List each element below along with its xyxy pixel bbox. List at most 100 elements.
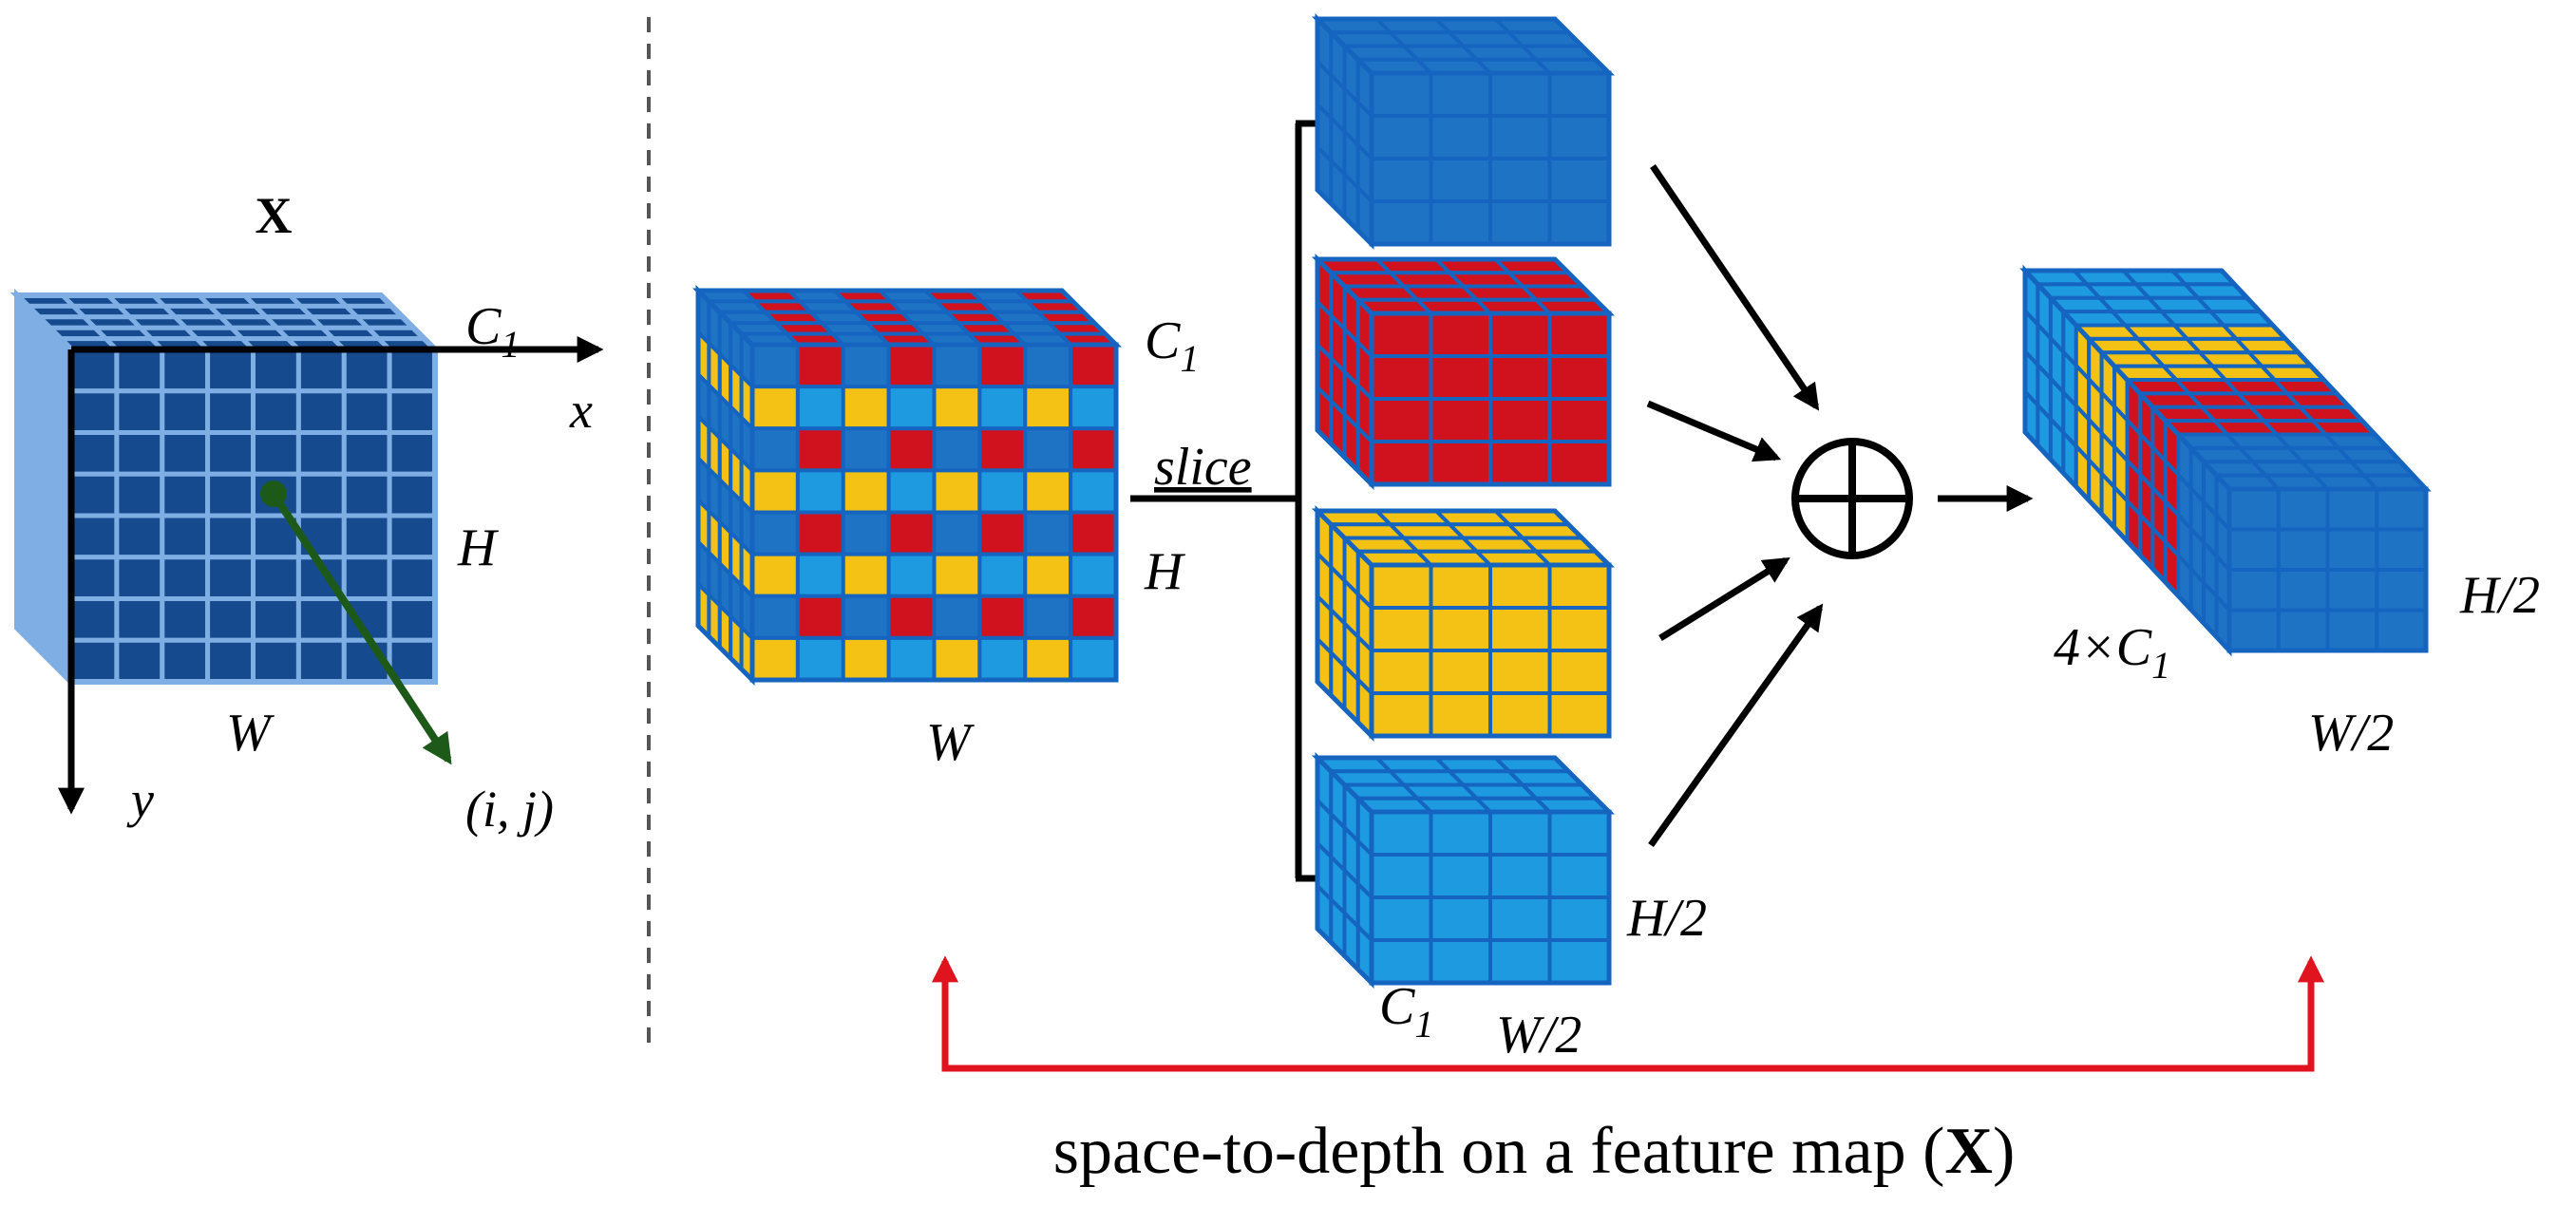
cube-out-front-cell bbox=[2325, 487, 2379, 532]
cube-out-front-cell bbox=[2227, 568, 2281, 612]
cube-mid-front-cell bbox=[795, 343, 845, 389]
cube-s1-front bbox=[1369, 70, 1612, 247]
cube-x-front-cell bbox=[114, 347, 165, 394]
cube-x-front-cell bbox=[205, 555, 256, 601]
cube-out-front-cell bbox=[2276, 487, 2330, 532]
output-feature-map-cube bbox=[2019, 264, 2432, 657]
cube-mid-front-cell bbox=[1069, 385, 1118, 431]
slice-cube-red bbox=[1311, 253, 1616, 491]
cube-out-front-cell bbox=[2227, 608, 2281, 652]
cube-x-front-cell bbox=[68, 637, 120, 685]
cube-s1-front-cell bbox=[1547, 157, 1611, 203]
mid-h-label: H bbox=[1144, 542, 1185, 601]
cube-s1-front-cell bbox=[1370, 199, 1433, 246]
cube-mid-front-cell bbox=[750, 343, 800, 389]
cube-s1-front-cell bbox=[1429, 157, 1492, 203]
cube-out-front-cell bbox=[2227, 527, 2281, 572]
cube-s1-front-cell bbox=[1429, 71, 1492, 118]
cube-mid-front-cell bbox=[886, 343, 937, 389]
cube-x-front-cell bbox=[160, 555, 211, 601]
cube-s2-front-cell bbox=[1370, 397, 1433, 443]
arrow-s2-to-concat bbox=[1646, 400, 1782, 462]
concat-plus-icon bbox=[1791, 438, 1913, 559]
cube-x-front-cell bbox=[114, 596, 165, 643]
cube-mid-front-cell bbox=[1023, 510, 1073, 556]
cube-s3-front-cell bbox=[1370, 606, 1433, 652]
cube-out-front-cell bbox=[2375, 527, 2428, 572]
cube-mid-front-cell bbox=[977, 510, 1028, 556]
cube-x-front-cell bbox=[205, 430, 256, 477]
cube-s4-front-cell bbox=[1547, 810, 1611, 857]
cube-mid-front-cell bbox=[1023, 385, 1073, 431]
cube-s1-front-cell bbox=[1547, 71, 1611, 118]
cube-x-front-cell bbox=[251, 555, 301, 601]
cube-mid-front-cell bbox=[750, 594, 800, 640]
cube-mid-front-cell bbox=[841, 552, 891, 598]
cube-mid-front-cell bbox=[795, 552, 845, 598]
caption-bracket bbox=[941, 961, 2315, 1072]
cube-mid-front-cell bbox=[932, 510, 982, 556]
cube-mid-front-cell bbox=[886, 426, 937, 473]
out-4c1-label: 4×C1 bbox=[2054, 618, 2170, 687]
cube-s2-front-cell bbox=[1429, 397, 1492, 443]
cube-mid-front-cell bbox=[1023, 343, 1073, 389]
cube-mid-front-cell bbox=[932, 594, 982, 640]
cube-mid-front-cell bbox=[932, 426, 982, 473]
cube-s3-front-cell bbox=[1429, 563, 1492, 610]
cube-mid-front-cell bbox=[886, 385, 937, 431]
cube-mid-front-cell bbox=[795, 426, 845, 473]
cube-mid-front-cell bbox=[1069, 552, 1118, 598]
cube-mid-front-cell bbox=[977, 552, 1028, 598]
cube-s3-side bbox=[1315, 504, 1374, 743]
cube-mid-front-cell bbox=[932, 635, 982, 682]
cube-s4-front-cell bbox=[1488, 810, 1552, 857]
checkerboard-feature-map-cube bbox=[691, 284, 1123, 687]
cube-out-front-cell bbox=[2276, 568, 2330, 612]
cube-x-front-cell bbox=[387, 347, 438, 394]
cube-mid-front-cell bbox=[795, 635, 845, 682]
cube-mid-front-cell bbox=[750, 426, 800, 473]
cube-mid-top bbox=[691, 288, 1123, 348]
cube-s1-front-cell bbox=[1488, 114, 1552, 160]
cube-s4-front-cell bbox=[1429, 938, 1492, 985]
cube-out-front-cell bbox=[2276, 608, 2330, 652]
x-h-label: H bbox=[457, 518, 499, 577]
cube-x-front-cell bbox=[160, 513, 211, 560]
arrow-s4-to-concat bbox=[1648, 603, 1824, 848]
cube-x-front-cell bbox=[251, 637, 301, 685]
cube-mid-front-cell bbox=[977, 426, 1028, 473]
cube-s4-front-cell bbox=[1370, 895, 1433, 942]
cube-s2-front-cell bbox=[1370, 311, 1433, 358]
cube-x-front-cell bbox=[68, 471, 120, 518]
cube-s2-front-cell bbox=[1429, 440, 1492, 486]
cube-mid-front-cell bbox=[1023, 468, 1073, 515]
cube-mid-front-cell bbox=[841, 594, 891, 640]
cube-s4-front-cell bbox=[1547, 895, 1611, 942]
cube-s4-front-cell bbox=[1429, 810, 1492, 857]
x-title-label: X bbox=[256, 187, 293, 244]
cube-x-front-cell bbox=[205, 347, 256, 394]
cube-mid-front-cell bbox=[886, 552, 937, 598]
cube-mid-front-cell bbox=[841, 385, 891, 431]
cube-x-front-cell bbox=[68, 513, 120, 560]
cube-s1-front-cell bbox=[1488, 199, 1552, 246]
y-axis-label: y bbox=[126, 771, 154, 828]
cube-x-side bbox=[14, 288, 74, 689]
cube-mid-front-cell bbox=[1069, 510, 1118, 556]
cube-mid-front-cell bbox=[932, 385, 982, 431]
cube-x-front-cell bbox=[387, 555, 438, 601]
cube-mid-front-cell bbox=[795, 510, 845, 556]
cube-s4-front-cell bbox=[1370, 810, 1433, 857]
cube-mid-front-cell bbox=[750, 468, 800, 515]
cube-out-front-cell bbox=[2325, 568, 2379, 612]
cube-s3-front-cell bbox=[1547, 563, 1611, 610]
cube-s2-front-cell bbox=[1547, 354, 1611, 401]
cube-s2-front-cell bbox=[1488, 440, 1552, 486]
cube-x-front-cell bbox=[205, 513, 256, 560]
cube-mid-front-cell bbox=[1023, 552, 1073, 598]
cube-s3-front-cell bbox=[1370, 563, 1433, 610]
cube-x-front-cell bbox=[341, 388, 392, 435]
cube-mid-front-cell bbox=[841, 343, 891, 389]
cube-mid-front-cell bbox=[750, 510, 800, 556]
